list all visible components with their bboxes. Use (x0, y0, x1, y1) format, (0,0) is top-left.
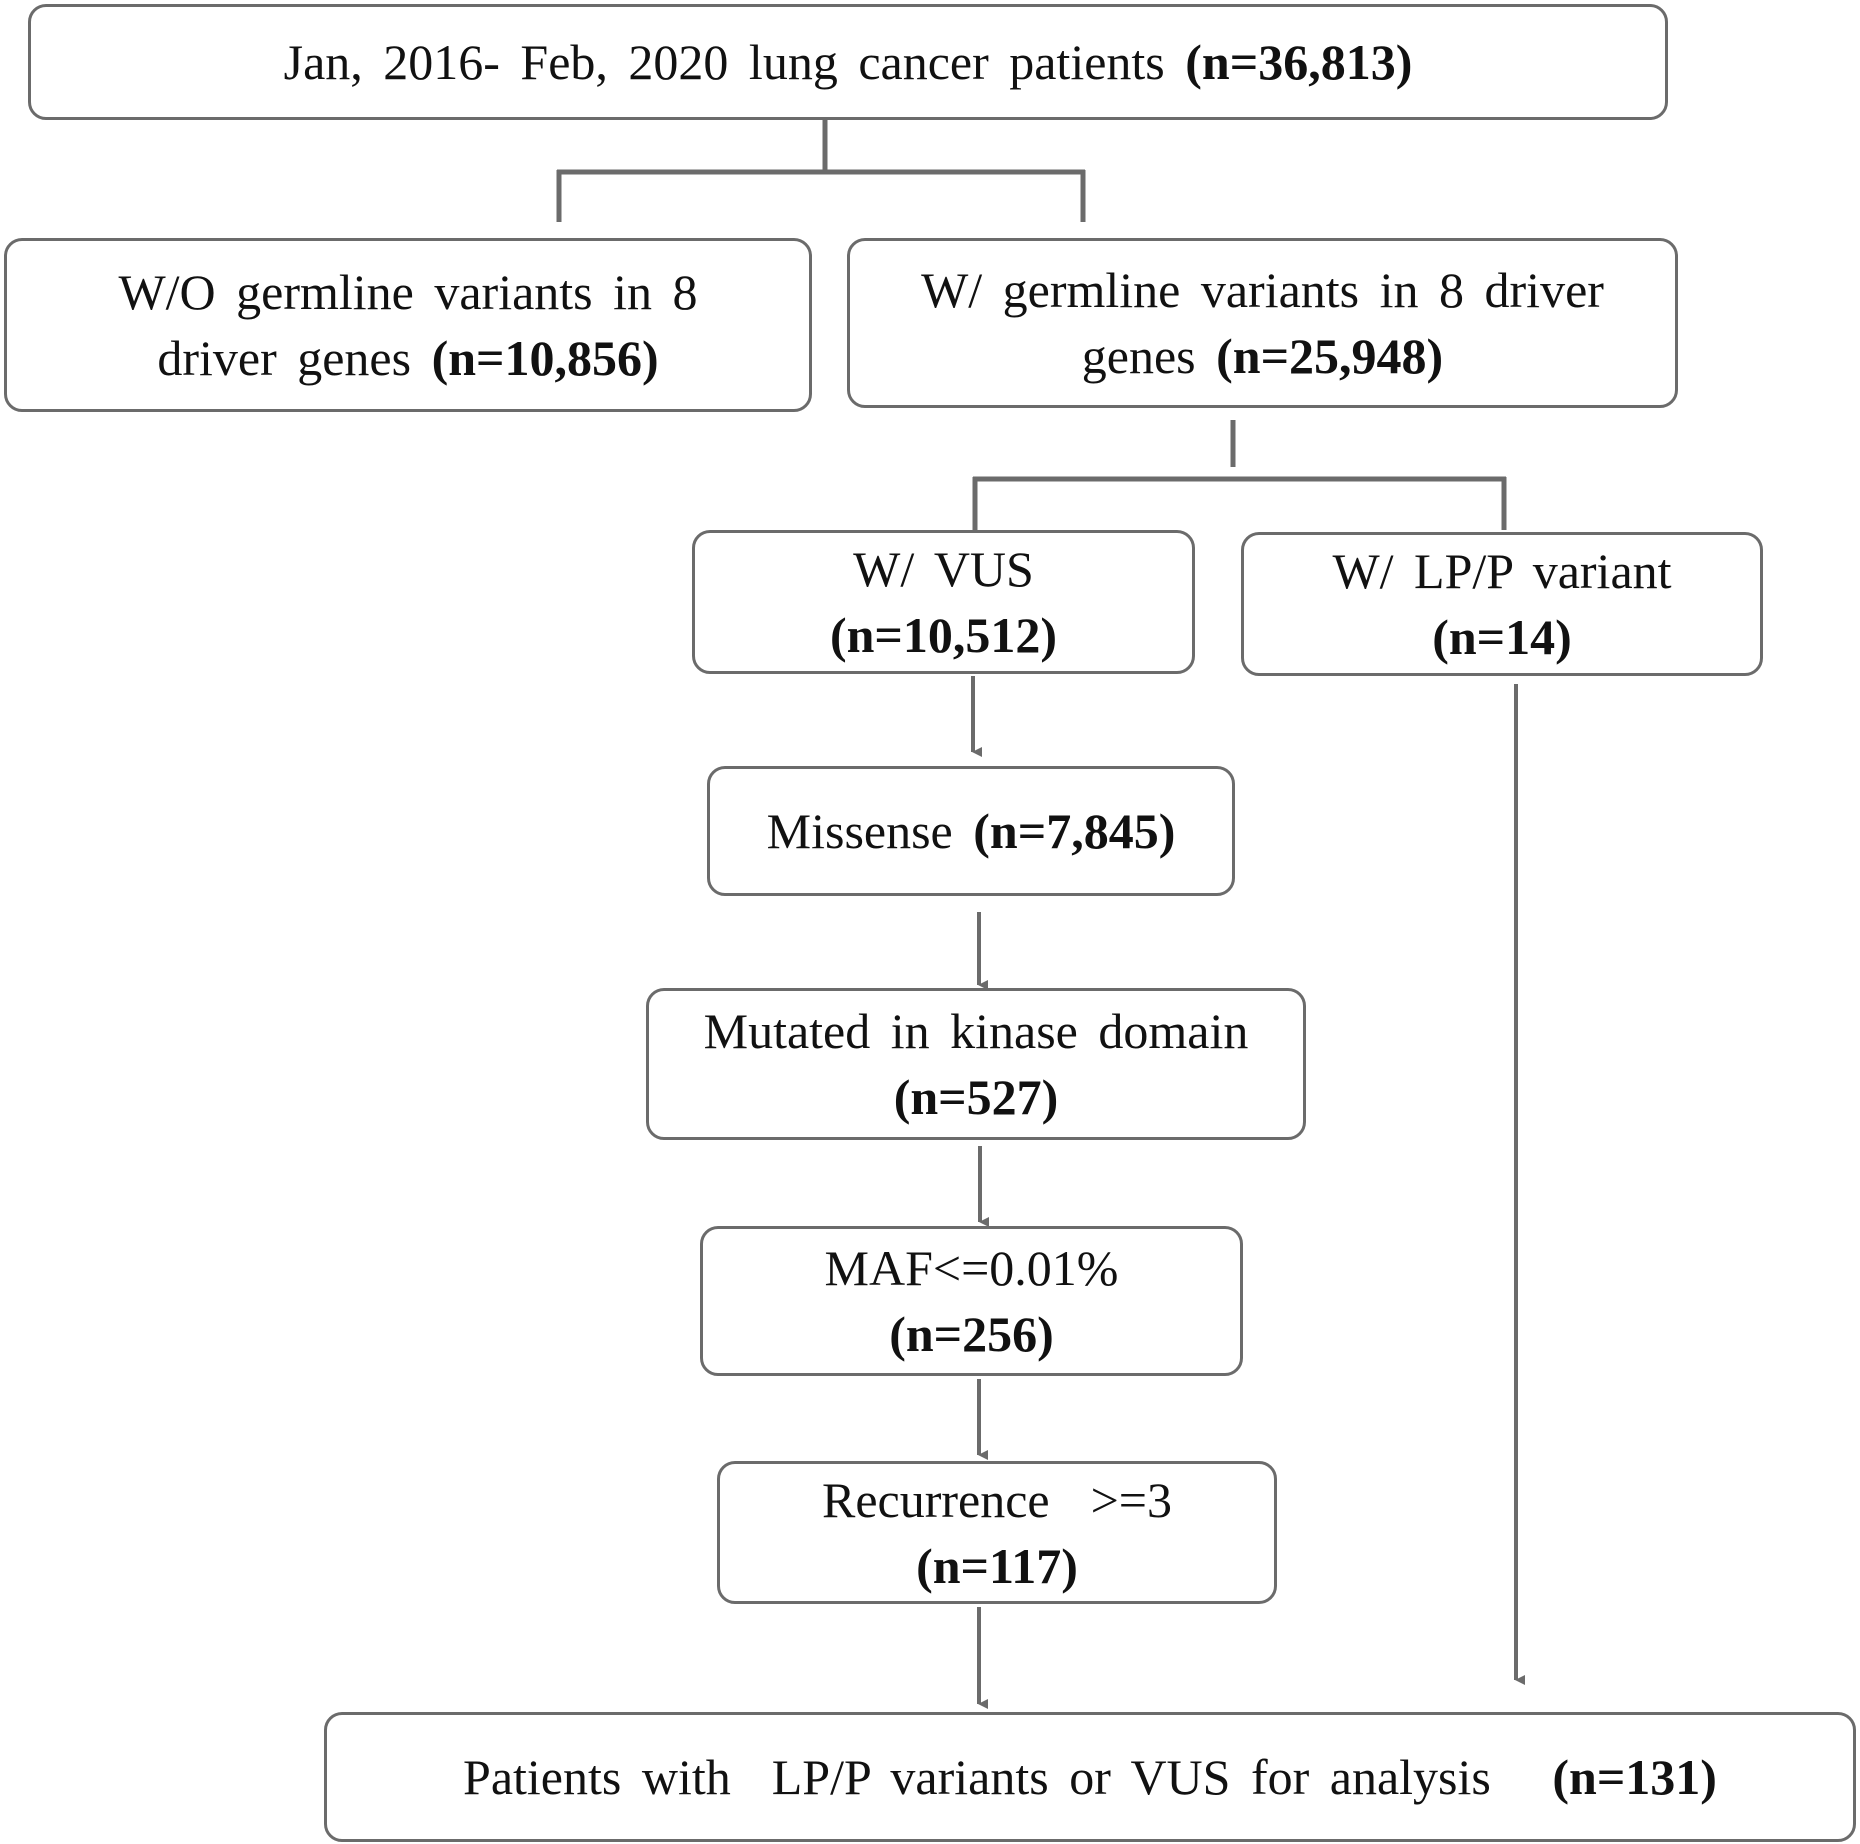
maf-count: (n=256) (889, 1306, 1054, 1362)
kinase-label: Mutated in kinase domain (703, 1003, 1249, 1059)
vus-label: W/ VUS (853, 541, 1034, 597)
lp-p-count: (n=14) (1432, 609, 1572, 665)
with-germline-line2: genes (1081, 328, 1196, 384)
maf-label: MAF<=0.01% (824, 1240, 1119, 1296)
box-lp-p-variant: W/ LP/P variant (n=14) (1241, 532, 1763, 676)
without-germline-line1: W/O germline variants in 8 (118, 264, 698, 320)
with-germline-line1: W/ germline variants in 8 driver (921, 262, 1604, 318)
box-with-germline: W/ germline variants in 8 driver genes (… (847, 238, 1678, 408)
total-count: (n=36,813) (1185, 34, 1413, 90)
recurrence-label: Recurrence >=3 (821, 1471, 1172, 1528)
box-maf: MAF<=0.01% (n=256) (700, 1226, 1243, 1376)
missense-label: Missense (766, 803, 953, 859)
box-final-analysis: Patients with LP/P variants or VUS for a… (324, 1712, 1856, 1842)
lp-p-label: W/ LP/P variant (1332, 543, 1672, 599)
box-total-patients: Jan, 2016- Feb, 2020 lung cancer patient… (28, 4, 1668, 120)
total-label: Jan, 2016- Feb, 2020 lung cancer patient… (283, 34, 1165, 90)
box-without-germline: W/O germline variants in 8 driver genes … (4, 238, 812, 412)
final-label: Patients with LP/P variants or VUS for a… (463, 1749, 1491, 1805)
without-germline-line2: driver genes (157, 330, 412, 386)
recurrence-count: (n=117) (916, 1537, 1078, 1594)
box-vus: W/ VUS (n=10,512) (692, 530, 1195, 674)
final-count: (n=131) (1552, 1749, 1717, 1805)
box-kinase-domain: Mutated in kinase domain (n=527) (646, 988, 1306, 1140)
with-germline-count: (n=25,948) (1216, 328, 1444, 384)
vus-count: (n=10,512) (829, 607, 1058, 663)
box-missense: Missense (n=7,845) (707, 766, 1235, 896)
without-germline-count: (n=10,856) (431, 330, 659, 386)
missense-count: (n=7,845) (973, 803, 1176, 859)
box-recurrence: Recurrence >=3 (n=117) (717, 1461, 1277, 1604)
kinase-count: (n=527) (893, 1069, 1059, 1125)
